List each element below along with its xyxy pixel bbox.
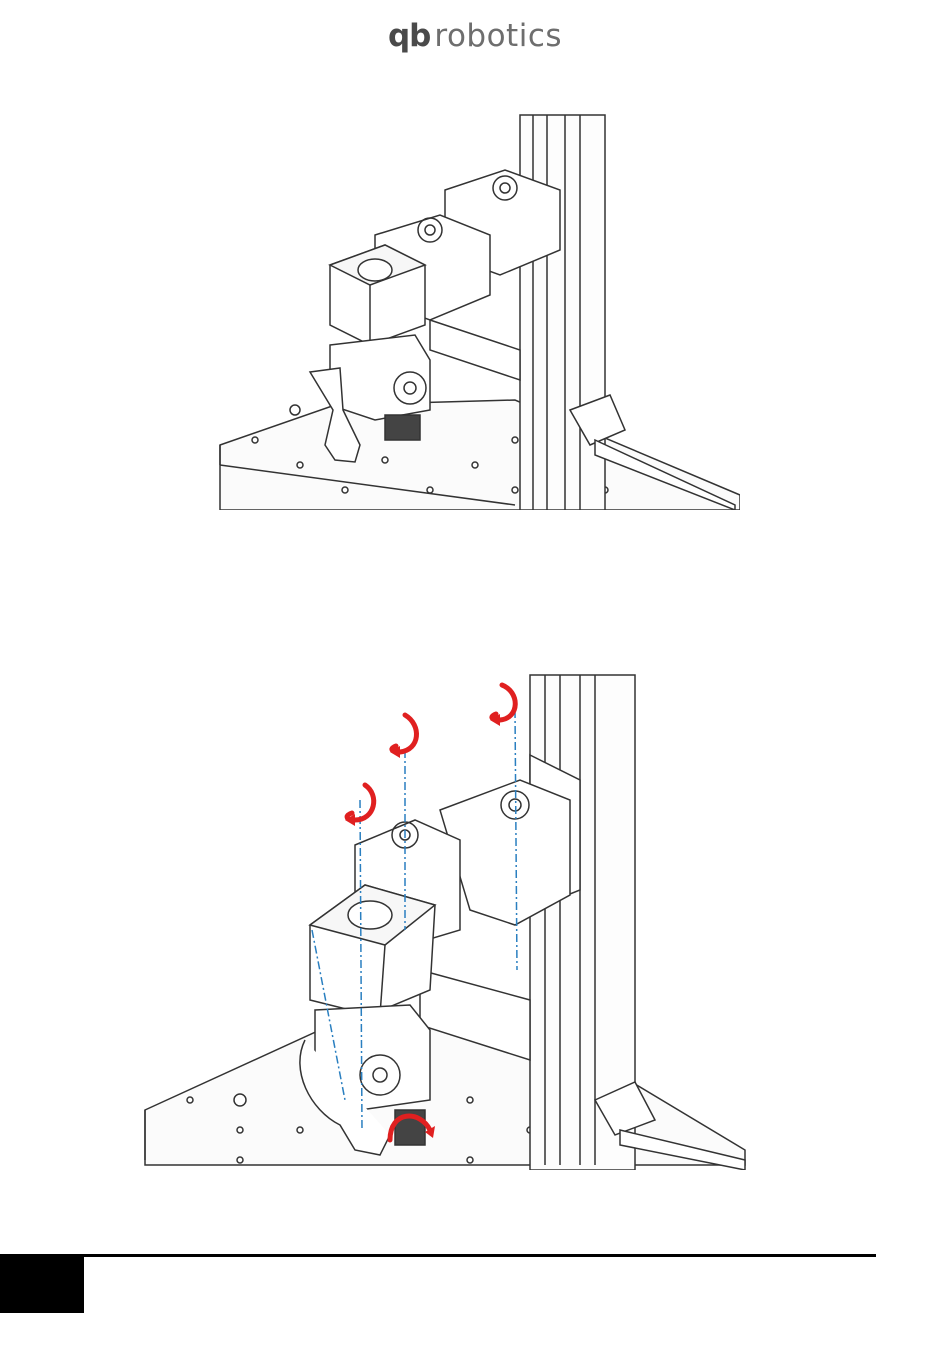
robot-arm-bent-figure	[140, 670, 750, 1170]
footer-rule	[0, 1254, 876, 1257]
page-number-block	[0, 1257, 84, 1313]
logo-qb: qb	[388, 18, 430, 54]
robot-arm-straight-figure	[215, 110, 740, 510]
logo-text: robotics	[434, 18, 562, 54]
